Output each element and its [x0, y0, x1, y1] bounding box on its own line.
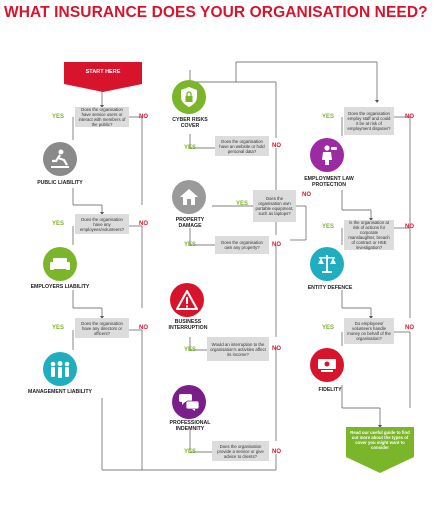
cover-cyber-line2: COVER: [180, 123, 200, 129]
cover-management-liability: MANAGEMENT LIABILITY: [28, 389, 92, 395]
question-property: Does the organisation own any property?: [215, 236, 269, 254]
yes-label: YES: [184, 242, 197, 248]
cover-indemnity-line2: INDEMNITY: [175, 426, 205, 432]
question-entity-defence: Is the organisation at risk of actions f…: [344, 220, 394, 250]
cover-interruption-line2: INTERRUPTION: [168, 325, 208, 331]
house-icon: [172, 180, 206, 214]
question-employment-law: Does the organisation employ staff and c…: [344, 107, 394, 135]
cover-professional-indemnity: PROFESSIONAL INDEMNITY: [160, 420, 220, 432]
sofa-icon: [43, 247, 77, 281]
yes-label: YES: [322, 114, 335, 120]
no-label: NO: [139, 114, 148, 120]
no-label: NO: [272, 143, 281, 149]
no-label: NO: [272, 346, 281, 352]
cover-employment-line1: EMPLOYMENT LAW: [304, 176, 354, 182]
start-here-marker: START HERE: [64, 62, 142, 92]
yes-label: YES: [52, 221, 65, 227]
cover-employers-liability: EMPLOYERS LIABILITY: [30, 284, 90, 290]
read-guide-callout[interactable]: Read our useful guide to find out more a…: [346, 427, 414, 473]
shield-lock-icon: [172, 80, 206, 114]
yes-label: YES: [184, 145, 197, 151]
cover-property-damage: PROPERTY DAMAGE: [160, 217, 220, 229]
cover-fidelity: FIDELITY: [318, 387, 342, 393]
question-indemnity: Does the organisation provide a service …: [212, 441, 269, 461]
whistle-icon: [310, 138, 344, 172]
cover-business-interruption: BUSINESS INTERRUPTION: [157, 319, 219, 331]
slip-hazard-icon: [43, 142, 77, 176]
cover-entity-defence: ENTITY DEFENCE: [307, 285, 353, 291]
cover-cyber-risks: CYBER RISKS COVER: [160, 117, 220, 129]
yes-label: YES: [52, 325, 65, 331]
cover-interruption-line1: BUSINESS: [174, 319, 202, 325]
no-label: NO: [272, 449, 281, 455]
no-label: NO: [139, 221, 148, 227]
yes-label: YES: [184, 449, 197, 455]
cover-cyber-line1: CYBER RISKS: [172, 117, 208, 123]
speech-bubbles-icon: [172, 385, 206, 419]
cover-property-line2: DAMAGE: [178, 223, 202, 229]
yes-label: YES: [322, 224, 335, 230]
yes-label: YES: [322, 325, 335, 331]
start-arrow-shape: [64, 62, 142, 92]
no-label: NO: [405, 325, 414, 331]
question-portable-equipment: Does the organisation own portable equip…: [253, 190, 296, 222]
cover-property-line1: PROPERTY: [175, 217, 205, 223]
warning-triangle-icon: [170, 283, 204, 317]
no-label: NO: [302, 192, 311, 198]
no-label: NO: [139, 325, 148, 331]
question-public-liability: Does the organisation have service users…: [75, 107, 129, 127]
page-title: WHAT INSURANCE DOES YOUR ORGANISATION NE…: [4, 4, 428, 21]
read-guide-text: Read our useful guide to find out more a…: [350, 430, 410, 450]
scales-icon: [310, 247, 344, 281]
yes-label: YES: [236, 201, 249, 207]
cash-icon: [310, 348, 344, 382]
no-label: NO: [272, 242, 281, 248]
yes-label: YES: [184, 347, 197, 353]
cover-employment-line2: PROTECTION: [311, 182, 346, 188]
start-here-label: START HERE: [85, 69, 121, 75]
question-interruption: Would an interruption to the organisatio…: [207, 337, 269, 361]
question-management-liability: Does the organisation have any directors…: [75, 318, 129, 338]
no-label: NO: [405, 224, 414, 230]
cover-employment-law: EMPLOYMENT LAW PROTECTION: [296, 176, 362, 188]
yes-label: YES: [52, 114, 65, 120]
people-group-icon: [43, 352, 77, 386]
cover-public-liability: PUBLIC LIABILITY: [37, 180, 83, 186]
question-cyber: Does the organisation have an website or…: [215, 136, 269, 156]
question-employers-liability: Does the organisation have any employees…: [75, 214, 129, 234]
no-label: NO: [405, 114, 414, 120]
question-fidelity: Do employees/ volunteers handle money on…: [344, 318, 394, 344]
guide-arrow-shape: [346, 427, 414, 473]
cover-indemnity-line1: PROFESSIONAL: [169, 420, 211, 426]
